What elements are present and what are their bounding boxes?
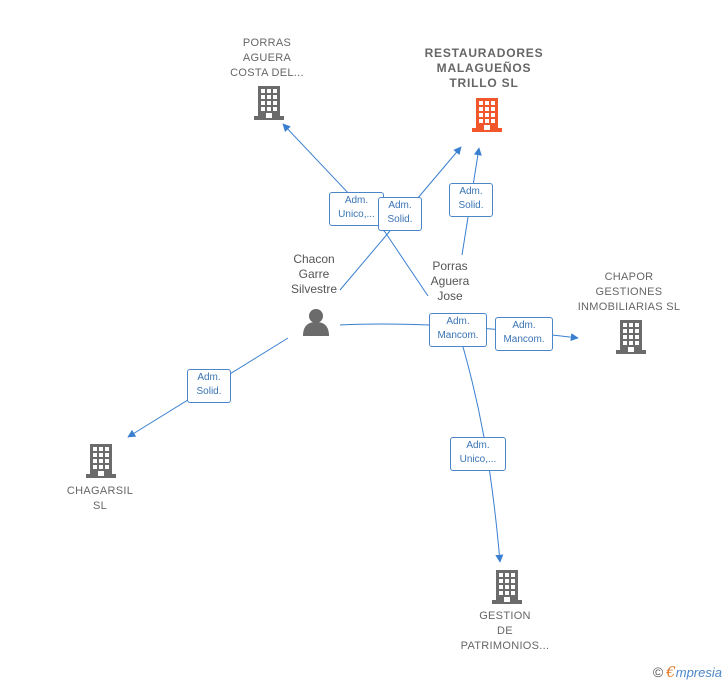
- company-building-icon-gestion[interactable]: [492, 570, 522, 604]
- edge-jose-chacon-link: [384, 231, 429, 297]
- company-label-chapor[interactable]: CHAPOR GESTIONES INMOBILIARIAS SL: [577, 271, 681, 313]
- company-building-icon-porras-costa[interactable]: [254, 86, 284, 120]
- company-label-chagarsil[interactable]: CHAGARSIL SL: [66, 485, 134, 512]
- brand-name: mpresia: [675, 665, 722, 680]
- copyright-symbol: ©: [652, 664, 664, 680]
- company-building-icon-restauradores[interactable]: [472, 98, 502, 132]
- edge-role-label[interactable]: Adm. Mancom.: [495, 317, 553, 351]
- company-label-gestion[interactable]: GESTION DE PATRIMONIOS...: [460, 610, 550, 652]
- company-building-icon-chapor[interactable]: [616, 320, 646, 354]
- edge-role-label[interactable]: Adm. Solid.: [187, 369, 231, 403]
- person-label-chacon[interactable]: Chacon Garre Silvestre: [290, 252, 337, 296]
- person-label-porras-jose[interactable]: Porras Aguera Jose: [430, 259, 470, 303]
- edge-role-label[interactable]: Adm. Unico,...: [329, 192, 384, 226]
- edge-jose-gestion: [454, 319, 504, 563]
- company-label-porras-costa[interactable]: PORRAS AGUERA COSTA DEL...: [230, 37, 304, 79]
- edge-role-label[interactable]: Adm. Solid.: [378, 197, 422, 231]
- brand-logo-initial: €: [666, 663, 676, 681]
- copyright-brand: ©€mpresia: [653, 663, 722, 681]
- company-label-restauradores[interactable]: RESTAURADORES MALAGUEÑOS TRILLO SL: [424, 46, 544, 90]
- edge-role-label[interactable]: Adm. Mancom.: [429, 313, 487, 347]
- edge-role-label[interactable]: Adm. Unico,...: [450, 437, 506, 471]
- company-building-icon-chagarsil[interactable]: [86, 444, 116, 478]
- person-icon-chacon[interactable]: [303, 309, 329, 336]
- edge-role-label[interactable]: Adm. Solid.: [449, 183, 493, 217]
